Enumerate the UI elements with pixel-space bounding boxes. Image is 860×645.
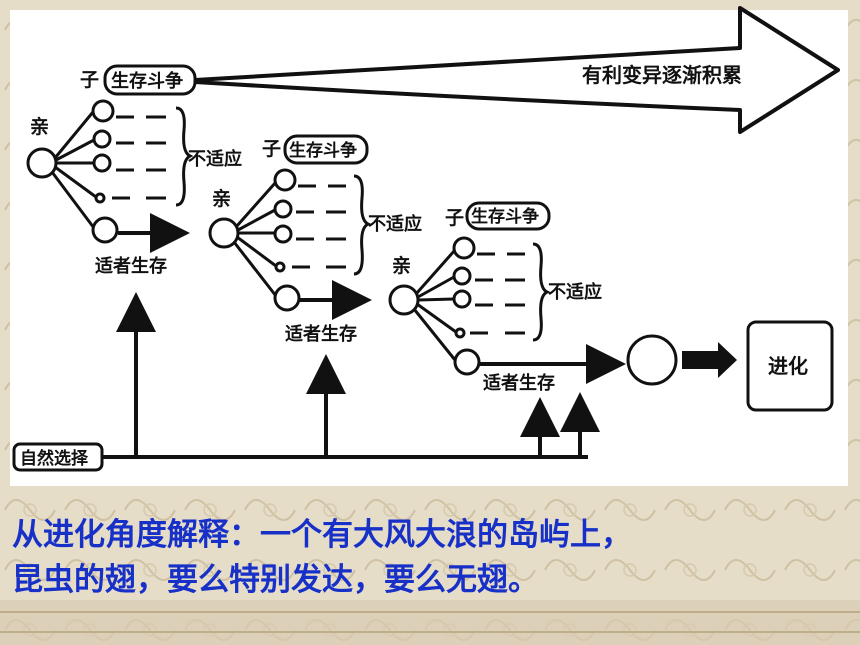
offspring-label-1: 子 (80, 69, 99, 91)
selection-label: 自然选择 (20, 448, 89, 469)
offspring-label-3: 子 (445, 207, 464, 229)
unfit-dashes-3 (470, 252, 525, 335)
caption-line-1: 从进化角度解释：一个有大风大浪的岛屿上， (12, 517, 632, 553)
survival-label-3: 适者生存 (483, 372, 555, 394)
struggle-label-2: 生存斗争 (289, 140, 357, 161)
unfit-dashes-1 (112, 115, 166, 200)
survival-label-1: 适者生存 (95, 255, 167, 277)
struggle-box-1 (103, 64, 197, 96)
caption-line-2: 昆虫的翅，要么特别发达，要么无翅。 (12, 562, 539, 598)
parent-label-1: 亲 (30, 115, 49, 138)
unfit-label-3: 不适应 (548, 281, 602, 303)
parent-label-3: 亲 (392, 254, 411, 277)
evolution-label: 进化 (768, 354, 808, 378)
unfit-brace-1 (175, 106, 194, 207)
offspring-group-1 (50, 99, 119, 244)
survival-label-2: 适者生存 (285, 323, 357, 345)
parent-label-2: 亲 (212, 187, 231, 210)
accumulate-label: 有利变异逐渐积累 (582, 63, 742, 87)
offspring-group-3 (412, 236, 481, 376)
unfit-dashes-2 (292, 184, 346, 269)
final-circle (626, 334, 678, 386)
evolution-arrow (682, 342, 737, 378)
struggle-box-3 (465, 201, 551, 231)
unfit-label-1: 不适应 (188, 148, 242, 170)
evolution-box (746, 320, 834, 412)
struggle-label-1: 生存斗争 (111, 70, 183, 92)
unfit-label-2: 不适应 (368, 213, 422, 235)
accumulation-arrow (194, 6, 840, 134)
unfit-brace-3 (532, 242, 551, 342)
struggle-label-3: 生存斗争 (471, 206, 539, 227)
offspring-label-2: 子 (262, 138, 281, 160)
offspring-group-2 (232, 168, 301, 312)
caption: 从进化角度解释：一个有大风大浪的岛屿上， 昆虫的翅，要么特别发达，要么无翅。 (12, 513, 852, 603)
struggle-box-2 (283, 134, 369, 165)
unfit-brace-2 (353, 174, 372, 276)
